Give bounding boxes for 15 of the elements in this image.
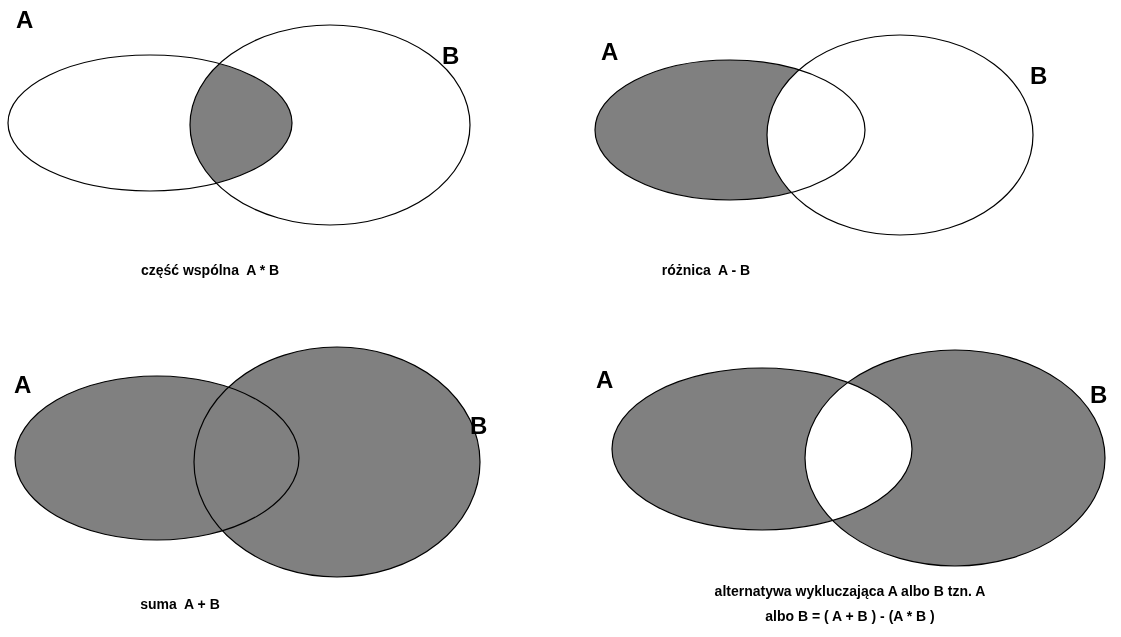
- set-operation-caption: część wspólna A * B: [140, 261, 280, 280]
- set-label: B: [442, 44, 460, 68]
- set-operation-caption: suma A + B: [140, 595, 220, 614]
- set-label: A: [596, 368, 614, 392]
- set-operation-caption: różnica A - B: [661, 261, 751, 280]
- set-ellipse: [189, 24, 471, 226]
- set-ellipse: [804, 349, 1106, 567]
- set-label: B: [470, 414, 488, 438]
- set-label: A: [16, 8, 34, 32]
- set-ellipse: [14, 375, 300, 541]
- set-label: A: [14, 373, 32, 397]
- set-operation-caption: alternatywa wykluczająca A albo B tzn. A albo B = ( A + B ) - (A * B ): [713, 582, 987, 626]
- set-label: B: [1090, 383, 1108, 407]
- set-label: B: [1030, 64, 1048, 88]
- set-label: A: [601, 40, 619, 64]
